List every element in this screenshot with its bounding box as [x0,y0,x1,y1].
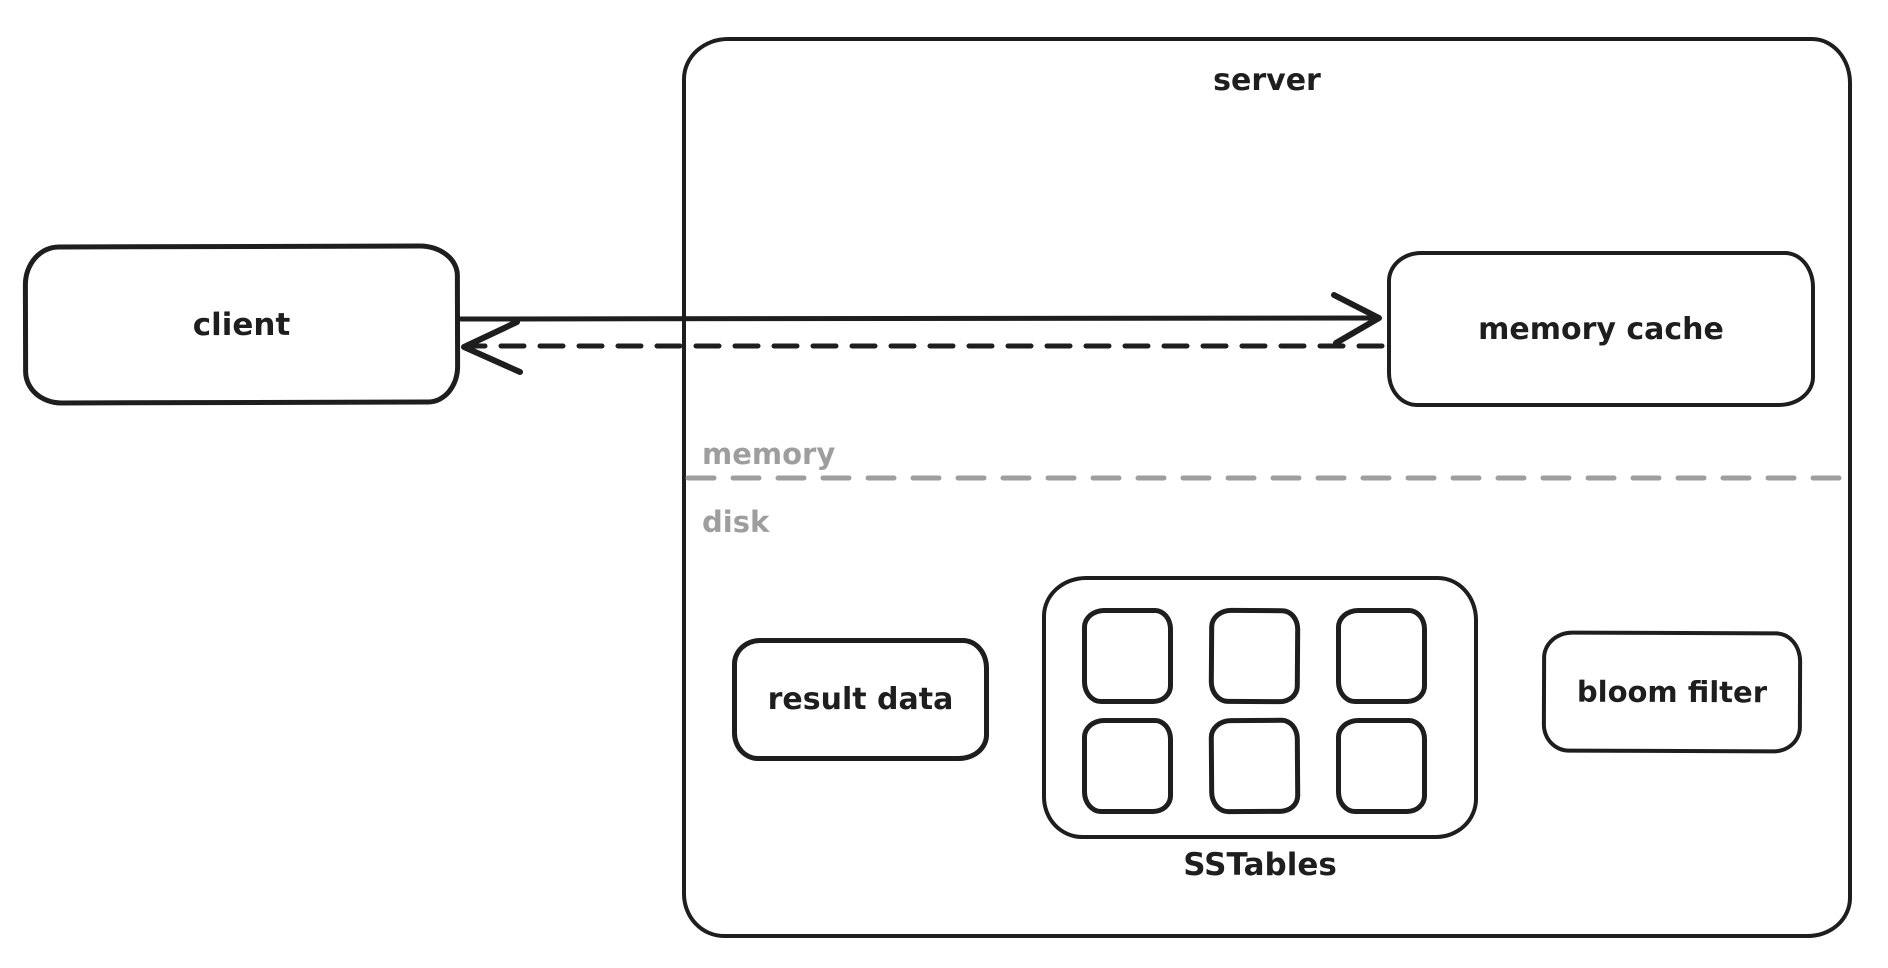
memory-cache-node: memory cache [1387,251,1815,407]
sstable-cell [1336,718,1427,814]
client-label: client [192,306,291,343]
result-data-node: result data [732,638,989,761]
bloom-filter-node: bloom filter [1541,630,1803,754]
result-data-label: result data [767,682,954,717]
sstable-cell [1082,608,1173,704]
sstables-group [1042,576,1478,839]
sstable-cell [1208,607,1301,705]
sstable-cell [1082,718,1173,814]
server-container: server memory cache memory disk result d… [682,37,1852,938]
response-arrowhead-icon [461,319,523,375]
disk-zone-label: disk [702,505,770,539]
client-node: client [22,243,461,406]
sstable-cell [1208,717,1301,815]
memory-zone-label: memory [702,437,836,471]
server-label: server [1213,63,1321,98]
memory-cache-label: memory cache [1478,311,1724,347]
sstable-cell [1336,608,1427,704]
sstables-label: SSTables [1183,847,1337,883]
bloom-filter-label: bloom filter [1576,674,1768,710]
